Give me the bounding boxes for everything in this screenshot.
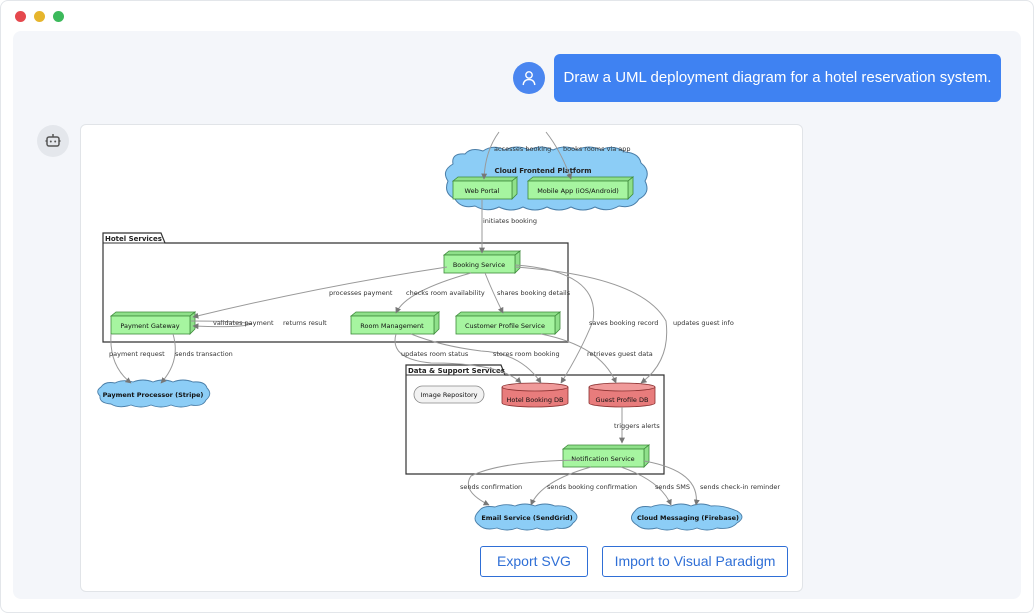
svg-text:Mobile App (iOS/Android): Mobile App (iOS/Android)	[537, 187, 619, 195]
svg-text:Payment Processor (Stripe): Payment Processor (Stripe)	[103, 391, 204, 399]
edge-updates-guest	[514, 266, 668, 384]
svg-text:triggers alerts: triggers alerts	[614, 422, 660, 430]
svg-text:accesses booking: accesses booking	[494, 145, 551, 153]
edge-validates-payment	[190, 320, 253, 330]
hotel-services-label: Hotel Services	[105, 235, 162, 243]
svg-text:Notification Service: Notification Service	[571, 455, 634, 463]
svg-text:sends booking confirmation: sends booking confirmation	[547, 483, 637, 491]
svg-text:sends check-in reminder: sends check-in reminder	[700, 483, 780, 491]
edge-sends-checkin	[643, 460, 700, 506]
payment-processor-cloud[interactable]: Payment Processor (Stripe)	[97, 379, 211, 408]
svg-text:Hotel Booking DB: Hotel Booking DB	[506, 396, 563, 404]
minimize-window-dot[interactable]	[34, 11, 45, 22]
svg-text:saves booking record: saves booking record	[589, 319, 658, 327]
edge-sends-transaction	[160, 333, 176, 384]
svg-text:Guest Profile DB: Guest Profile DB	[596, 396, 649, 404]
email-service-cloud[interactable]: Email Service (SendGrid)	[474, 503, 578, 531]
close-window-dot[interactable]	[15, 11, 26, 22]
edge-checks-room	[395, 272, 472, 314]
svg-text:checks room availability: checks room availability	[406, 289, 485, 297]
edge-sends-booking-confirmation	[530, 466, 592, 506]
hotel-booking-db-node[interactable]: Hotel Booking DB	[501, 382, 569, 408]
person-icon	[522, 71, 536, 86]
svg-text:initiates booking: initiates booking	[483, 217, 537, 225]
svg-text:Cloud Messaging (Firebase): Cloud Messaging (Firebase)	[637, 514, 739, 522]
edge-updates-room-status	[394, 333, 522, 384]
mobile-app-node[interactable]: Mobile App (iOS/Android)	[526, 176, 635, 200]
edge-shares-booking	[484, 272, 504, 314]
maximize-window-dot[interactable]	[53, 11, 64, 22]
svg-text:stores room booking: stores room booking	[493, 350, 560, 358]
svg-text:Web Portal: Web Portal	[465, 187, 500, 195]
data-support-package: Data & Support Services	[405, 364, 665, 475]
diagram-edges	[110, 131, 700, 506]
edge-stores-room-booking	[410, 333, 542, 384]
svg-text:Image Repository: Image Repository	[421, 391, 478, 399]
edge-books-rooms	[545, 131, 573, 180]
svg-text:payment request: payment request	[109, 350, 165, 358]
svg-text:validates payment: validates payment	[213, 319, 274, 327]
cloud-frontend-label: Cloud Frontend Platform	[494, 167, 591, 175]
room-management-node[interactable]: Room Management	[349, 311, 441, 335]
svg-text:processes payment: processes payment	[329, 289, 393, 297]
edge-accesses-booking	[481, 131, 500, 180]
export-svg-button[interactable]: Export SVG	[480, 546, 588, 577]
data-support-label: Data & Support Services	[408, 367, 505, 375]
customer-profile-node[interactable]: Customer Profile Service	[454, 311, 562, 335]
svg-text:Payment Gateway: Payment Gateway	[120, 322, 179, 330]
import-visual-paradigm-button[interactable]: Import to Visual Paradigm	[602, 546, 788, 577]
booking-service-node[interactable]: Booking Service	[442, 250, 522, 274]
svg-text:returns result: returns result	[283, 319, 327, 327]
notification-service-node[interactable]: Notification Service	[561, 444, 651, 468]
svg-text:sends transaction: sends transaction	[175, 350, 233, 358]
svg-text:sends SMS: sends SMS	[655, 483, 690, 491]
user-avatar	[513, 62, 545, 94]
edge-processes-payment	[192, 266, 448, 319]
robot-icon	[45, 134, 61, 147]
svg-text:Customer Profile Service: Customer Profile Service	[465, 322, 545, 330]
edge-sends-sms	[620, 466, 672, 506]
edge-labels: accesses booking books rooms via app ini…	[109, 145, 780, 491]
svg-text:shares booking details: shares booking details	[497, 289, 571, 297]
edge-payment-request	[110, 333, 132, 384]
svg-text:books rooms via app: books rooms via app	[563, 145, 631, 153]
svg-text:Email Service (SendGrid): Email Service (SendGrid)	[481, 514, 572, 522]
svg-text:updates room status: updates room status	[401, 350, 469, 358]
user-message-bubble: Draw a UML deployment diagram for a hote…	[554, 54, 1001, 102]
image-repository-node[interactable]: Image Repository	[413, 385, 485, 404]
hotel-services-package: Hotel Services	[102, 232, 569, 343]
svg-text:Booking Service: Booking Service	[453, 261, 505, 269]
payment-gateway-node[interactable]: Payment Gateway	[109, 311, 197, 335]
edge-retrieves-guest	[540, 333, 617, 384]
svg-text:Room Management: Room Management	[360, 322, 424, 330]
cloud-messaging-cloud[interactable]: Cloud Messaging (Firebase)	[631, 503, 743, 531]
guest-profile-db-node[interactable]: Guest Profile DB	[588, 382, 656, 408]
svg-text:sends confirmation: sends confirmation	[460, 483, 522, 491]
edge-sends-confirmation	[467, 459, 582, 506]
svg-text:updates guest info: updates guest info	[673, 319, 734, 327]
bot-avatar	[37, 125, 69, 157]
web-portal-node[interactable]: Web Portal	[451, 176, 519, 200]
svg-text:retrieves guest data: retrieves guest data	[587, 350, 653, 358]
